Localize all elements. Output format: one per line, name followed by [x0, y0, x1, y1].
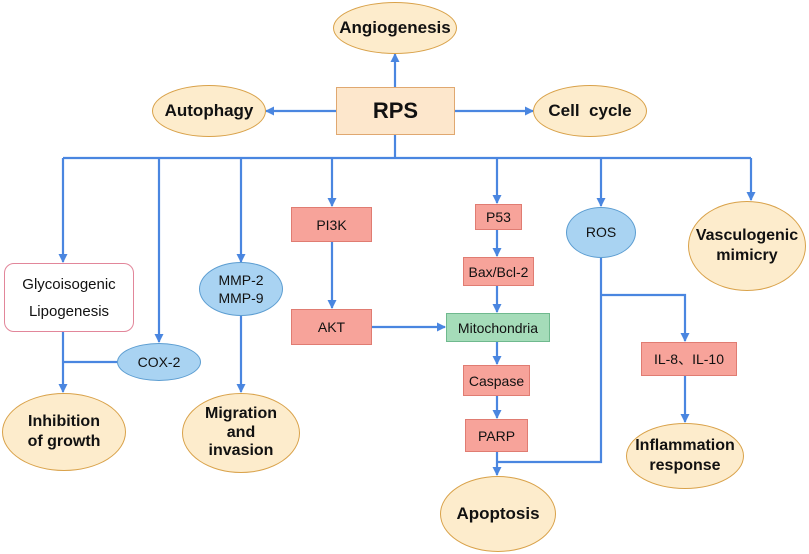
pi3k-node: PI3K [291, 207, 372, 242]
cell-cycle-node: Cell cycle [533, 85, 647, 137]
mmp9-label: MMP-9 [218, 290, 264, 306]
autophagy-node: Autophagy [152, 85, 266, 137]
angiogenesis-node: Angiogenesis [333, 2, 457, 54]
glyco-label: Glycoisogenic [22, 275, 116, 293]
glyco-lipogenesis-node: Glycoisogenic Lipogenesis [4, 263, 134, 332]
p53-node: P53 [475, 204, 522, 230]
migration-node: Migration and invasion [182, 393, 300, 473]
bax-bcl2-node: Bax/Bcl-2 [463, 257, 534, 286]
cox2-node: COX-2 [117, 343, 201, 381]
il8-il10-node: IL-8、IL-10 [641, 342, 737, 376]
mmp2-label: MMP-2 [218, 271, 264, 288]
caspase-node: Caspase [463, 365, 530, 396]
ros-node: ROS [566, 207, 636, 258]
lipogenesis-label: Lipogenesis [28, 302, 110, 320]
akt-node: AKT [291, 309, 372, 345]
parp-node: PARP [465, 419, 528, 452]
mmp-node: MMP-2 MMP-9 [199, 262, 283, 316]
inflammation-node: Inflammation response [626, 423, 744, 489]
mitochondria-node: Mitochondria [446, 313, 550, 342]
rps-node: RPS [336, 87, 455, 135]
edge-ros-il [601, 293, 690, 342]
vasculogenic-node: Vasculogenic mimicry [688, 201, 806, 291]
edge-ros-apoptosis [497, 258, 603, 464]
inhibition-node: Inhibition of growth [2, 393, 126, 471]
apoptosis-node: Apoptosis [440, 476, 556, 552]
